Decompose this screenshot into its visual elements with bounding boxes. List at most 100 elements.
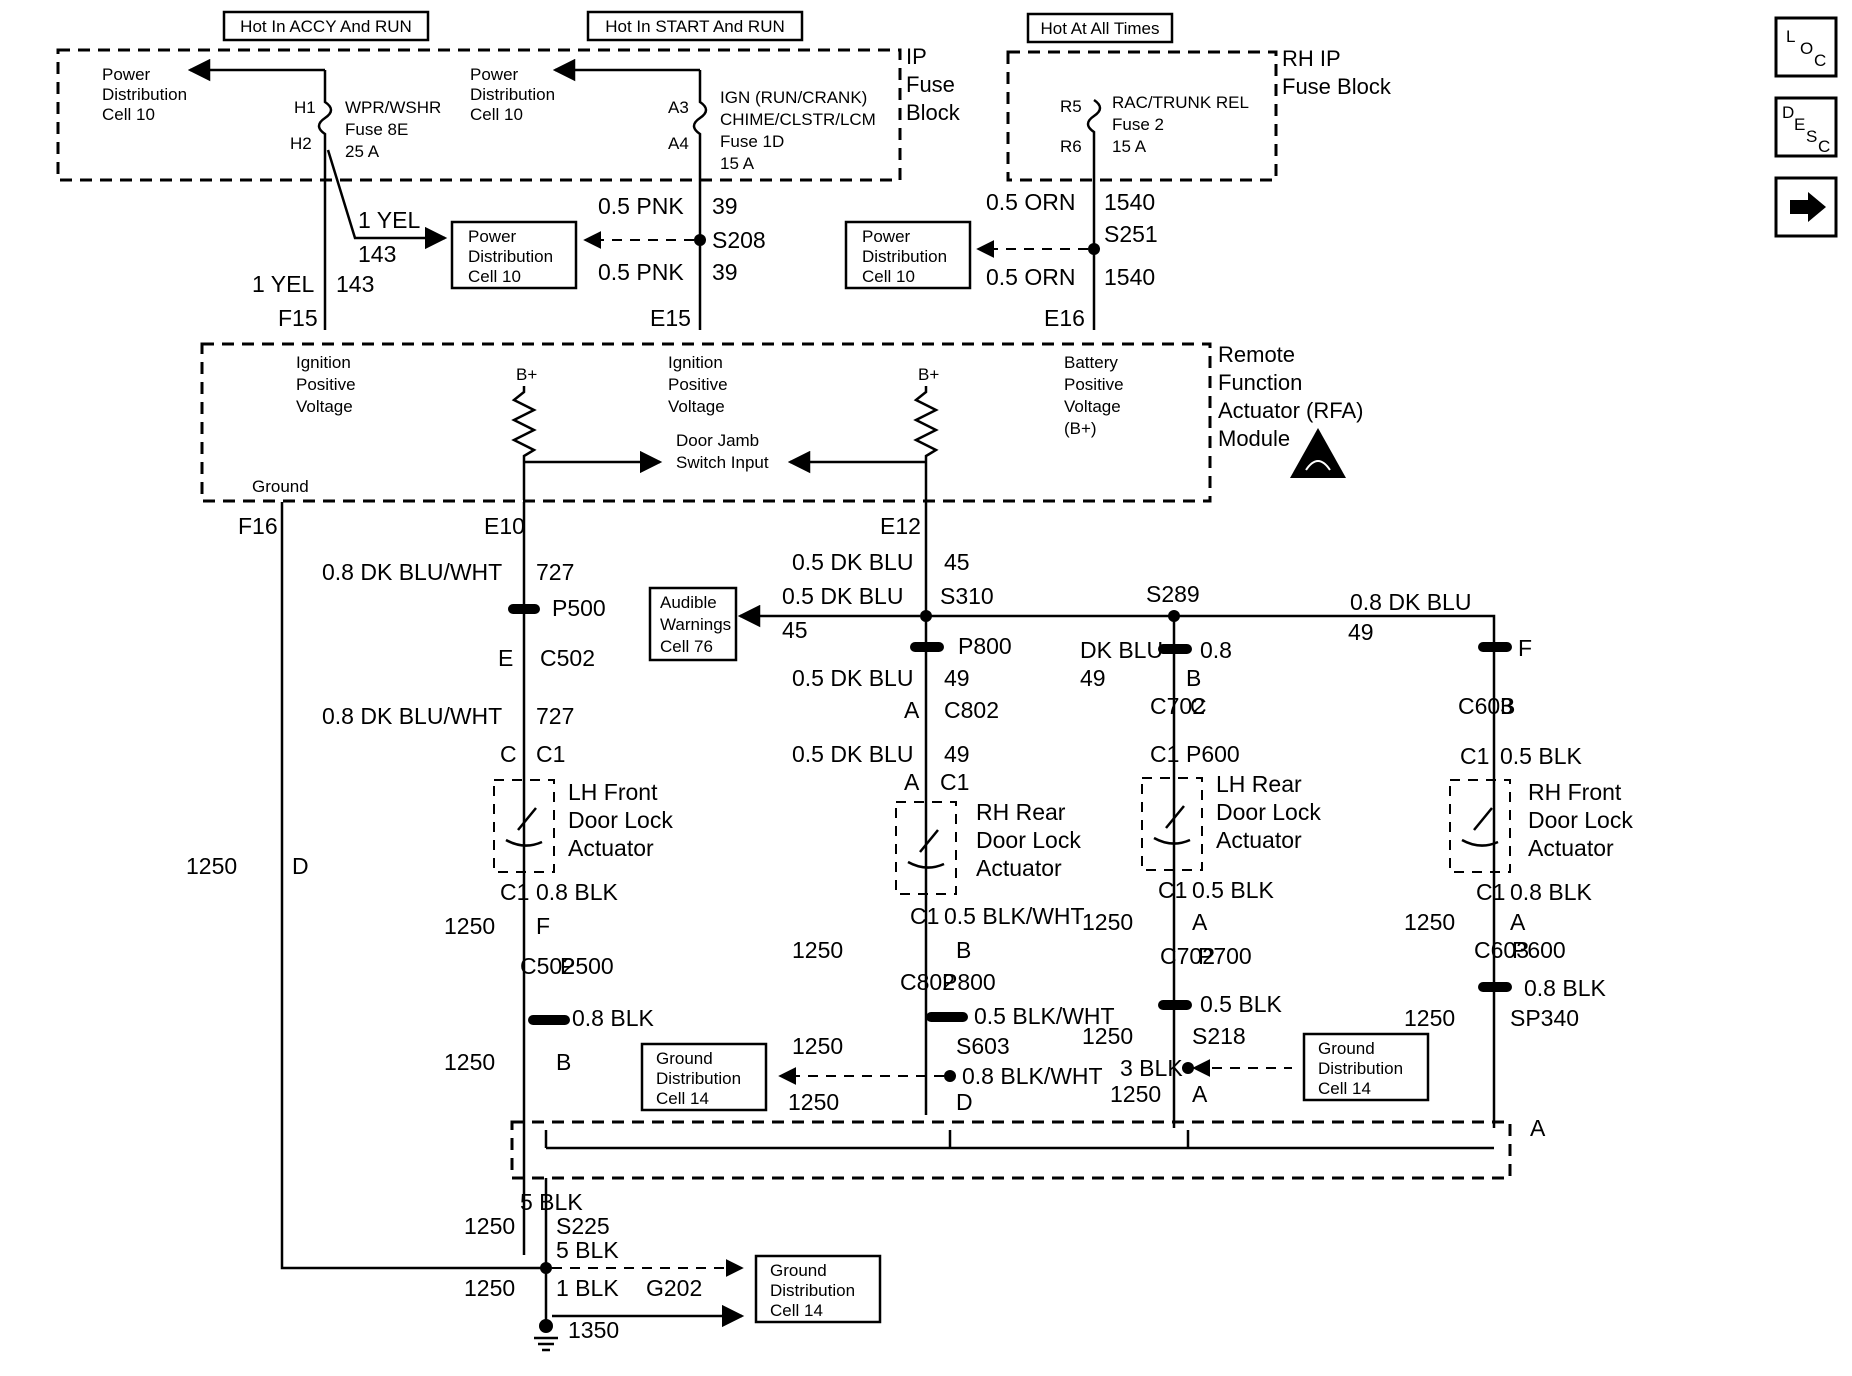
svg-text:Ground: Ground xyxy=(656,1049,713,1068)
pd10-box-c xyxy=(844,220,972,290)
fuse-8e-name: WPR/WSHR xyxy=(345,98,441,117)
rfa-module-outline xyxy=(200,342,1212,503)
svg-text:Ground: Ground xyxy=(770,1261,827,1280)
svg-text:Voltage: Voltage xyxy=(296,397,353,416)
svg-text:0.8 BLK: 0.8 BLK xyxy=(1510,879,1592,905)
pin-f16: F16 xyxy=(238,513,278,539)
svg-text:0.5 PNK: 0.5 PNK xyxy=(598,259,684,285)
svg-text:1250: 1250 xyxy=(792,1033,843,1059)
connector-p500-a xyxy=(508,604,540,614)
pin-e15: E15 xyxy=(650,305,691,331)
svg-text:B+: B+ xyxy=(516,365,537,384)
svg-text:C: C xyxy=(1190,693,1207,719)
svg-text:Battery: Battery xyxy=(1064,353,1118,372)
svg-text:DK BLU: DK BLU xyxy=(1080,637,1163,663)
svg-text:49: 49 xyxy=(944,741,970,767)
rh-ip-fuse-block-outline xyxy=(1006,50,1278,182)
pullup-resistor-lh xyxy=(511,386,537,500)
svg-text:Distribution: Distribution xyxy=(862,247,947,266)
svg-text:(B+): (B+) xyxy=(1064,419,1097,438)
next-button[interactable] xyxy=(1774,176,1838,238)
svg-text:0.5 BLK: 0.5 BLK xyxy=(1192,877,1274,903)
svg-text:C502: C502 xyxy=(540,645,595,671)
svg-text:0.5 BLK/WHT: 0.5 BLK/WHT xyxy=(974,1003,1115,1029)
fuse-8e-pin-h2: H2 xyxy=(290,134,312,153)
ground-g202-label: 1350 xyxy=(568,1317,619,1343)
svg-text:49: 49 xyxy=(944,665,970,691)
svg-text:C702: C702 xyxy=(1150,693,1205,719)
svg-text:1250: 1250 xyxy=(186,853,237,879)
splice-s310-label: S310 xyxy=(940,583,994,609)
splice-s603-label: 0.8 BLK/WHT xyxy=(962,1063,1103,1089)
svg-text:Power: Power xyxy=(470,65,519,84)
svg-text:B: B xyxy=(956,937,971,963)
svg-text:P800: P800 xyxy=(958,633,1012,659)
svg-text:Door Jamb: Door Jamb xyxy=(676,431,759,450)
svg-text:RH IP: RH IP xyxy=(1282,46,1341,71)
svg-text:A: A xyxy=(1510,909,1526,935)
svg-text:C: C xyxy=(1818,137,1830,156)
location-button[interactable]: L O C xyxy=(1774,16,1838,78)
svg-text:Positive: Positive xyxy=(1064,375,1124,394)
svg-text:Actuator: Actuator xyxy=(1216,827,1302,853)
svg-text:A: A xyxy=(1192,909,1208,935)
svg-text:D: D xyxy=(292,853,309,879)
svg-text:LH Rear: LH Rear xyxy=(1216,771,1302,797)
description-button[interactable]: D E S C xyxy=(1774,96,1838,158)
svg-text:C: C xyxy=(500,741,517,767)
header-hot-start-run: Hot In START And RUN xyxy=(586,10,804,42)
splice-s603 xyxy=(944,1070,956,1082)
svg-text:C603: C603 xyxy=(1474,937,1529,963)
fuse-2-id: Fuse 2 xyxy=(1112,115,1164,134)
header-hot-all-times: Hot At All Times xyxy=(1026,12,1174,44)
svg-text:0.5 DK BLU: 0.5 DK BLU xyxy=(792,549,913,575)
svg-text:C1: C1 xyxy=(910,903,939,929)
lh-front-actuator-outline xyxy=(493,779,555,873)
svg-text:1250: 1250 xyxy=(1404,1005,1455,1031)
gd14-box-c xyxy=(754,1254,882,1324)
fuse-1d-pin-a4: A4 xyxy=(668,134,689,153)
fuse-8e-id: Fuse 8E xyxy=(345,120,408,139)
dk-blu-bus-49 xyxy=(926,614,1496,1128)
fuse-1d-desc: CHIME/CLSTR/LCM xyxy=(720,110,876,129)
splice-s225-label: 5 BLK xyxy=(556,1237,619,1263)
rh-front-actuator-outline xyxy=(1449,779,1511,873)
svg-text:C1: C1 xyxy=(940,769,969,795)
svg-text:C1: C1 xyxy=(1460,743,1489,769)
ground-symbol-icon xyxy=(534,1319,558,1352)
ground-wire-1250-main xyxy=(280,502,546,1270)
gd14-box-a xyxy=(640,1042,768,1112)
svg-text:C502: C502 xyxy=(520,953,575,979)
rh-rear-actuator-outline xyxy=(895,801,957,895)
wire-color-yel-a: 1 YEL xyxy=(358,207,420,233)
fuse-2-rating: 15 A xyxy=(1112,137,1147,156)
fuse-8e-pin-h1: H1 xyxy=(294,98,316,117)
svg-text:1250: 1250 xyxy=(464,1275,515,1301)
svg-text:A: A xyxy=(1192,1081,1208,1107)
svg-text:1540: 1540 xyxy=(1104,264,1155,290)
svg-text:C1: C1 xyxy=(500,879,529,905)
svg-text:E: E xyxy=(498,645,513,671)
svg-text:Power: Power xyxy=(862,227,911,246)
pd10-a-3: Cell 10 xyxy=(102,105,155,124)
fuse-2-pin-r6: R6 xyxy=(1060,137,1082,156)
svg-text:727: 727 xyxy=(536,559,574,585)
esd-warning-icon xyxy=(1290,428,1346,478)
ip-fuse-block-label-2: Fuse xyxy=(906,72,955,97)
svg-text:0.8 BLK: 0.8 BLK xyxy=(572,1005,654,1031)
svg-text:0.8 DK BLU/WHT: 0.8 DK BLU/WHT xyxy=(322,703,502,729)
svg-text:0.8 DK BLU: 0.8 DK BLU xyxy=(1350,589,1471,615)
svg-text:Distribution: Distribution xyxy=(770,1281,855,1300)
svg-text:727: 727 xyxy=(536,703,574,729)
svg-text:49: 49 xyxy=(1348,619,1374,645)
fuse-2-name: RAC/TRUNK REL xyxy=(1112,93,1249,112)
svg-text:Fuse Block: Fuse Block xyxy=(1282,74,1392,99)
connector-p800-a xyxy=(910,642,944,652)
fuse-1d-name: IGN (RUN/CRANK) xyxy=(720,88,867,107)
svg-text:D: D xyxy=(956,1089,973,1115)
svg-text:Distribution: Distribution xyxy=(470,85,555,104)
svg-text:1250: 1250 xyxy=(444,1049,495,1075)
connector-p700-b xyxy=(1158,1000,1192,1010)
svg-text:C1: C1 xyxy=(536,741,565,767)
aw76-box xyxy=(648,586,738,662)
